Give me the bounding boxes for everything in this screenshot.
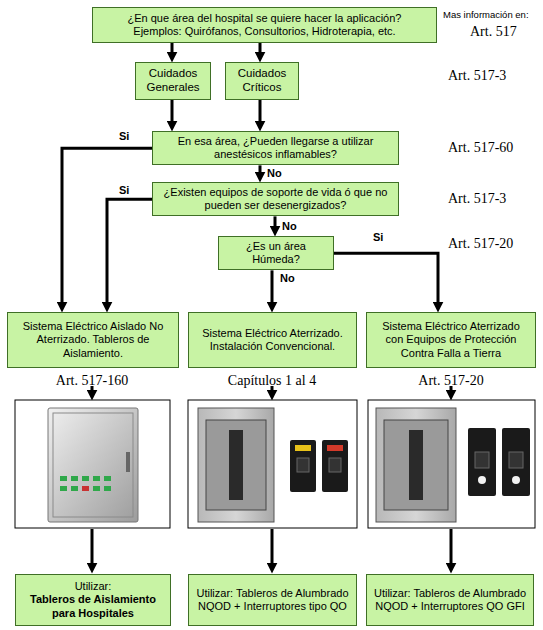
box-text: En esa área, ¿Pueden llegarse a utilizar… <box>159 135 392 161</box>
panel-cabinet <box>376 408 456 522</box>
branch-label: No <box>266 167 283 179</box>
gfi-breaker-symbol <box>468 428 496 496</box>
decision-box: ¿Existen equipos de soporte de vida ó qu… <box>152 182 399 216</box>
category-box: Cuidados Críticos <box>225 62 299 100</box>
branch-label: Si <box>118 130 130 142</box>
panel-interior <box>206 420 266 510</box>
indicator-light <box>93 476 100 481</box>
gfi-panel-photo <box>368 400 535 528</box>
recommendation-box: Utilizar:Tableros de Aislamiento para Ho… <box>15 574 171 626</box>
indicator-light <box>82 476 89 481</box>
breaker-tag <box>327 445 343 451</box>
indicator-light <box>104 476 111 481</box>
branch-label: Si <box>372 231 384 243</box>
breaker-symbol <box>322 440 348 492</box>
box-text: Ejemplos: Quirófanos, Consultorios, Hidr… <box>133 25 395 38</box>
box-text: Cuidados Críticos <box>232 67 292 95</box>
box-text: Sistema Eléctrico Aterrizado con Equipos… <box>373 320 529 360</box>
breaker-slot <box>409 430 423 500</box>
decision-box: En esa área, ¿Pueden llegarse a utilizar… <box>152 131 399 165</box>
cabinet-door <box>53 413 133 517</box>
box-text: Utilizar: Tableros de Alumbrado NQOD + I… <box>373 587 527 613</box>
door-handle <box>126 452 130 472</box>
flow-connector <box>259 165 262 176</box>
category-box: Cuidados Generales <box>135 62 211 100</box>
flow-connector <box>62 148 152 306</box>
reference-label: Art. 517-3 <box>448 68 506 83</box>
panel-interior <box>384 420 448 510</box>
box-text: Utilizar: Tableros de Alumbrado NQOD + I… <box>195 587 350 613</box>
flow-arrow <box>450 529 453 567</box>
reference-label: Art. 517-160 <box>56 373 128 388</box>
panel-cabinet <box>198 408 274 522</box>
indicator-light <box>71 486 78 491</box>
branch-label: No <box>279 272 296 284</box>
decision-box: ¿Es un área Húmeda? <box>218 236 334 270</box>
breaker-handle <box>509 452 523 468</box>
test-button <box>512 476 520 484</box>
reference-label: Art. 517-60 <box>448 140 513 155</box>
photo-frame <box>15 400 170 528</box>
branch-label: Si <box>118 184 130 196</box>
test-button <box>478 476 486 484</box>
flow-arrow <box>271 529 274 567</box>
breaker-slot <box>229 430 243 500</box>
gfi-breaker-symbol <box>502 428 530 496</box>
flow-connector <box>171 43 174 56</box>
system-box: Sistema Eléctrico Aterrizado con Equipos… <box>366 312 536 368</box>
box-text: Sistema Eléctrico Aterrizado. Instalació… <box>195 327 350 353</box>
flow-connector <box>271 270 274 306</box>
box-text: Tableros de Aislamiento para Hospitales <box>22 593 164 619</box>
box-text: Sistema Eléctrico Aislado No Aterrizado.… <box>14 320 172 360</box>
reference-label: Mas información en: <box>443 10 529 20</box>
reference-label: Art. 517-3 <box>448 191 506 206</box>
reference-label: Art. 517 <box>470 24 517 39</box>
photo-frame <box>368 400 535 528</box>
box-text: Utilizar: <box>75 580 112 593</box>
flow-connector <box>171 100 174 125</box>
breaker-handle <box>475 452 489 468</box>
indicator-light <box>71 476 78 481</box>
reference-label: Art. 517-20 <box>418 373 483 388</box>
breaker-tag <box>295 445 311 451</box>
system-box: Sistema Eléctrico Aterrizado. Instalació… <box>188 312 357 368</box>
lighting-panel-photo <box>188 400 357 528</box>
flow-connector <box>259 100 262 125</box>
box-text: Cuidados Generales <box>142 67 204 95</box>
indicator-light <box>60 486 67 491</box>
breaker-handle <box>329 458 341 472</box>
steel-cabinet <box>48 408 138 522</box>
indicator-light <box>60 476 67 481</box>
flow-connector <box>259 43 262 56</box>
flow-connector <box>107 199 152 306</box>
flow-arrow <box>91 529 94 567</box>
indicator-light <box>93 486 100 491</box>
isolation-panel-photo <box>15 400 170 528</box>
breaker-handle <box>297 458 309 472</box>
indicator-light <box>104 486 111 491</box>
reference-label: Capítulos 1 al 4 <box>228 373 316 388</box>
reference-label: Art. 517-20 <box>448 236 513 251</box>
box-text: ¿Es un área Húmeda? <box>225 240 327 266</box>
breaker-symbol <box>290 440 316 492</box>
system-box: Sistema Eléctrico Aislado No Aterrizado.… <box>7 312 179 368</box>
recommendation-box: Utilizar: Tableros de Alumbrado NQOD + I… <box>366 574 534 626</box>
flow-connector <box>334 253 438 306</box>
branch-label: No <box>281 220 298 232</box>
recommendation-box: Utilizar: Tableros de Alumbrado NQOD + I… <box>188 574 357 626</box>
box-text: ¿Existen equipos de soporte de vida ó qu… <box>159 186 392 212</box>
flow-connector <box>274 216 277 230</box>
box-text: ¿En que área del hospital se quiere hace… <box>128 12 402 25</box>
indicator-light <box>82 486 89 491</box>
photo-frame <box>188 400 357 528</box>
question-box: ¿En que área del hospital se quiere hace… <box>92 7 437 43</box>
